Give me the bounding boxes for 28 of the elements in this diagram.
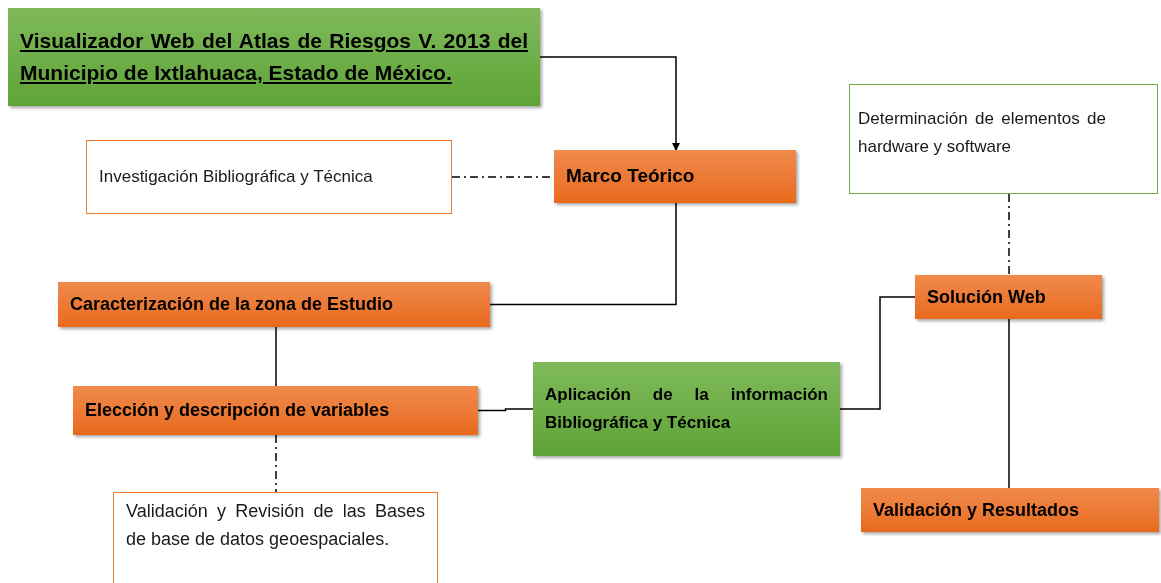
box-label: Marco Teórico — [565, 164, 696, 189]
process-box — [915, 275, 1102, 319]
box-label: Investigación Bibliográfica y Técnica — [98, 166, 374, 189]
note-box — [113, 492, 438, 583]
box-label: Determinación de elementos de hardware y software — [857, 108, 1106, 158]
process-box — [73, 386, 478, 435]
connector-line — [839, 296, 916, 410]
connector-line — [489, 202, 677, 306]
note-box — [86, 140, 452, 214]
box-label: Caracterización de la zona de Estudio — [69, 293, 395, 316]
box-label: Elección y descripción de variables — [84, 399, 391, 422]
connector-line — [1008, 318, 1010, 489]
box-label: Solución Web — [926, 285, 1047, 309]
note-box — [849, 84, 1158, 194]
process-box — [554, 150, 796, 203]
title-text: Visualizador Web del Atlas de Riesgos V. 2013 del Municipio de Ixtlahuaca, Estado de México. — [19, 28, 529, 86]
process-box — [8, 8, 540, 106]
box-label: Validación y Resultados — [872, 498, 1081, 522]
arrow — [539, 56, 680, 151]
connector-line — [477, 408, 534, 412]
dash-dot-connector — [275, 434, 277, 493]
dash-dot-connector — [1008, 193, 1010, 276]
box-label: Validación y Revisión de las Bases de base de datos geoespaciales. — [125, 500, 426, 551]
connector-line — [275, 326, 277, 387]
process-box — [861, 488, 1159, 532]
box-label: Aplicación de la información Bibliográfica y Técnica — [544, 384, 829, 434]
process-box — [58, 282, 490, 327]
process-box — [533, 362, 840, 456]
